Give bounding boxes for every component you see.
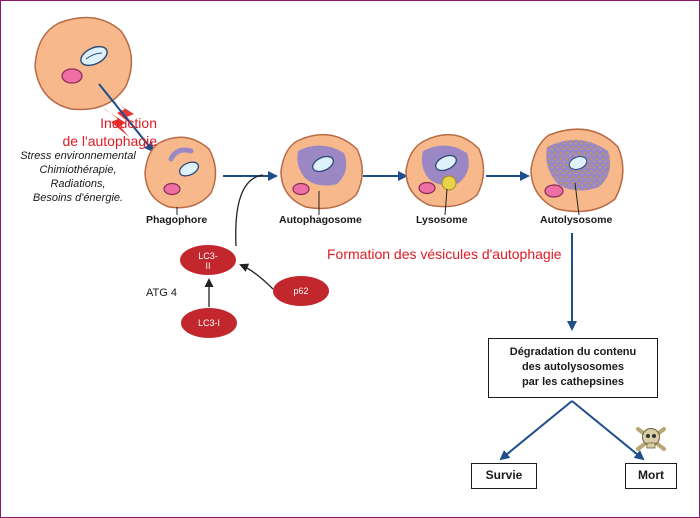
lysosome-cell <box>405 133 485 208</box>
atg4-label: ATG 4 <box>146 287 177 299</box>
arrow-to-death <box>571 400 645 461</box>
autolysosome-label: Autolysosome <box>540 214 613 226</box>
lc3-join-curve <box>235 174 264 247</box>
induction-cause-3: Radiations, <box>50 178 106 190</box>
phagophore-label: Phagophore <box>146 214 208 226</box>
lc3-ii-label-line1: LC3- <box>198 251 218 261</box>
arrow-to-survival <box>499 400 573 461</box>
p62-pill <box>273 276 329 306</box>
induction-cause-1: Stress environnemental <box>20 150 136 162</box>
autolysosome-pointer <box>574 182 580 216</box>
lc3-i-label: LC3-I <box>197 318 220 328</box>
induction-title-line2: de l'autophagie <box>62 133 157 149</box>
lysosome-label: Lysosome <box>416 214 468 226</box>
skull-icon <box>636 427 666 451</box>
lysosome-pointer <box>444 188 448 216</box>
p62-label: p62 <box>293 286 309 296</box>
degradation-line2: des autolysosomes <box>521 361 625 373</box>
lc3-ii-label-line2: II <box>205 261 211 271</box>
phagophore-cell <box>144 136 217 209</box>
p62-arrow <box>239 263 274 290</box>
autophagosome-cell <box>280 133 363 210</box>
induction-arrow <box>98 83 155 153</box>
degradation-line3: par les cathepsines <box>521 376 625 388</box>
induction-cause-4: Besoins d'énergie. <box>32 192 124 204</box>
death-box: Mort <box>625 463 677 489</box>
autophagosome-label: Autophagosome <box>279 214 362 226</box>
lc3-ii-pill <box>180 245 236 275</box>
initial-cell <box>34 16 133 111</box>
survival-box: Survie <box>471 463 537 489</box>
induction-title-line1: Induction <box>100 115 157 131</box>
degradation-line1: Dégradation du contenu <box>509 346 637 358</box>
vesicle-formation-label: Formation des vésicules d'autophagie <box>327 246 562 262</box>
degradation-box: Dégradation du contenu des autolysosomes… <box>488 338 658 398</box>
autolysosome-cell <box>530 128 624 213</box>
lc3-ii-label: LC3- II <box>180 251 236 271</box>
lc3-i-pill <box>181 308 237 338</box>
induction-cause-2: Chimiothérapie, <box>39 164 117 176</box>
